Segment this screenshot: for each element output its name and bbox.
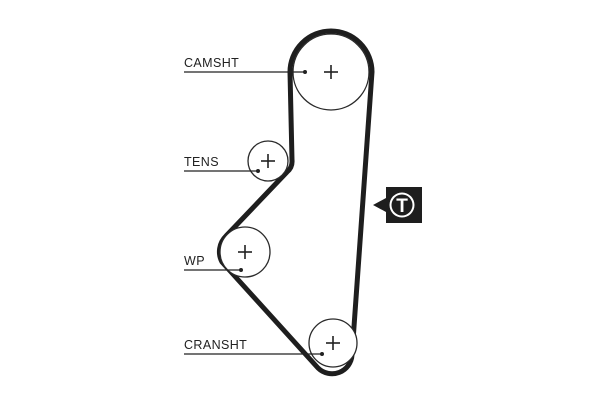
label-water-pump: WP — [184, 254, 243, 272]
camshaft-pulley — [292, 33, 370, 111]
label-tensioner-text: TENS — [184, 155, 219, 169]
label-tensioner: TENS — [184, 155, 260, 173]
pulley-center-plus-icon — [261, 154, 275, 168]
label-crankshaft-text: CRANSHT — [184, 338, 247, 352]
label-camshaft-text: CAMSHT — [184, 56, 239, 70]
badge-letter: T — [396, 196, 408, 217]
pulley-center-plus-icon — [324, 65, 338, 79]
pulley-center-plus-icon — [238, 245, 252, 259]
tensioner-pulley — [247, 140, 289, 182]
label-water-pump-text: WP — [184, 254, 205, 268]
tension-side-badge: T — [373, 187, 422, 223]
crankshaft-pulley — [308, 318, 358, 368]
label-crankshaft: CRANSHT — [184, 338, 324, 356]
label-camshaft: CAMSHT — [184, 56, 307, 74]
water-pump-pulley — [219, 226, 271, 278]
pulley-center-plus-icon — [326, 336, 340, 350]
